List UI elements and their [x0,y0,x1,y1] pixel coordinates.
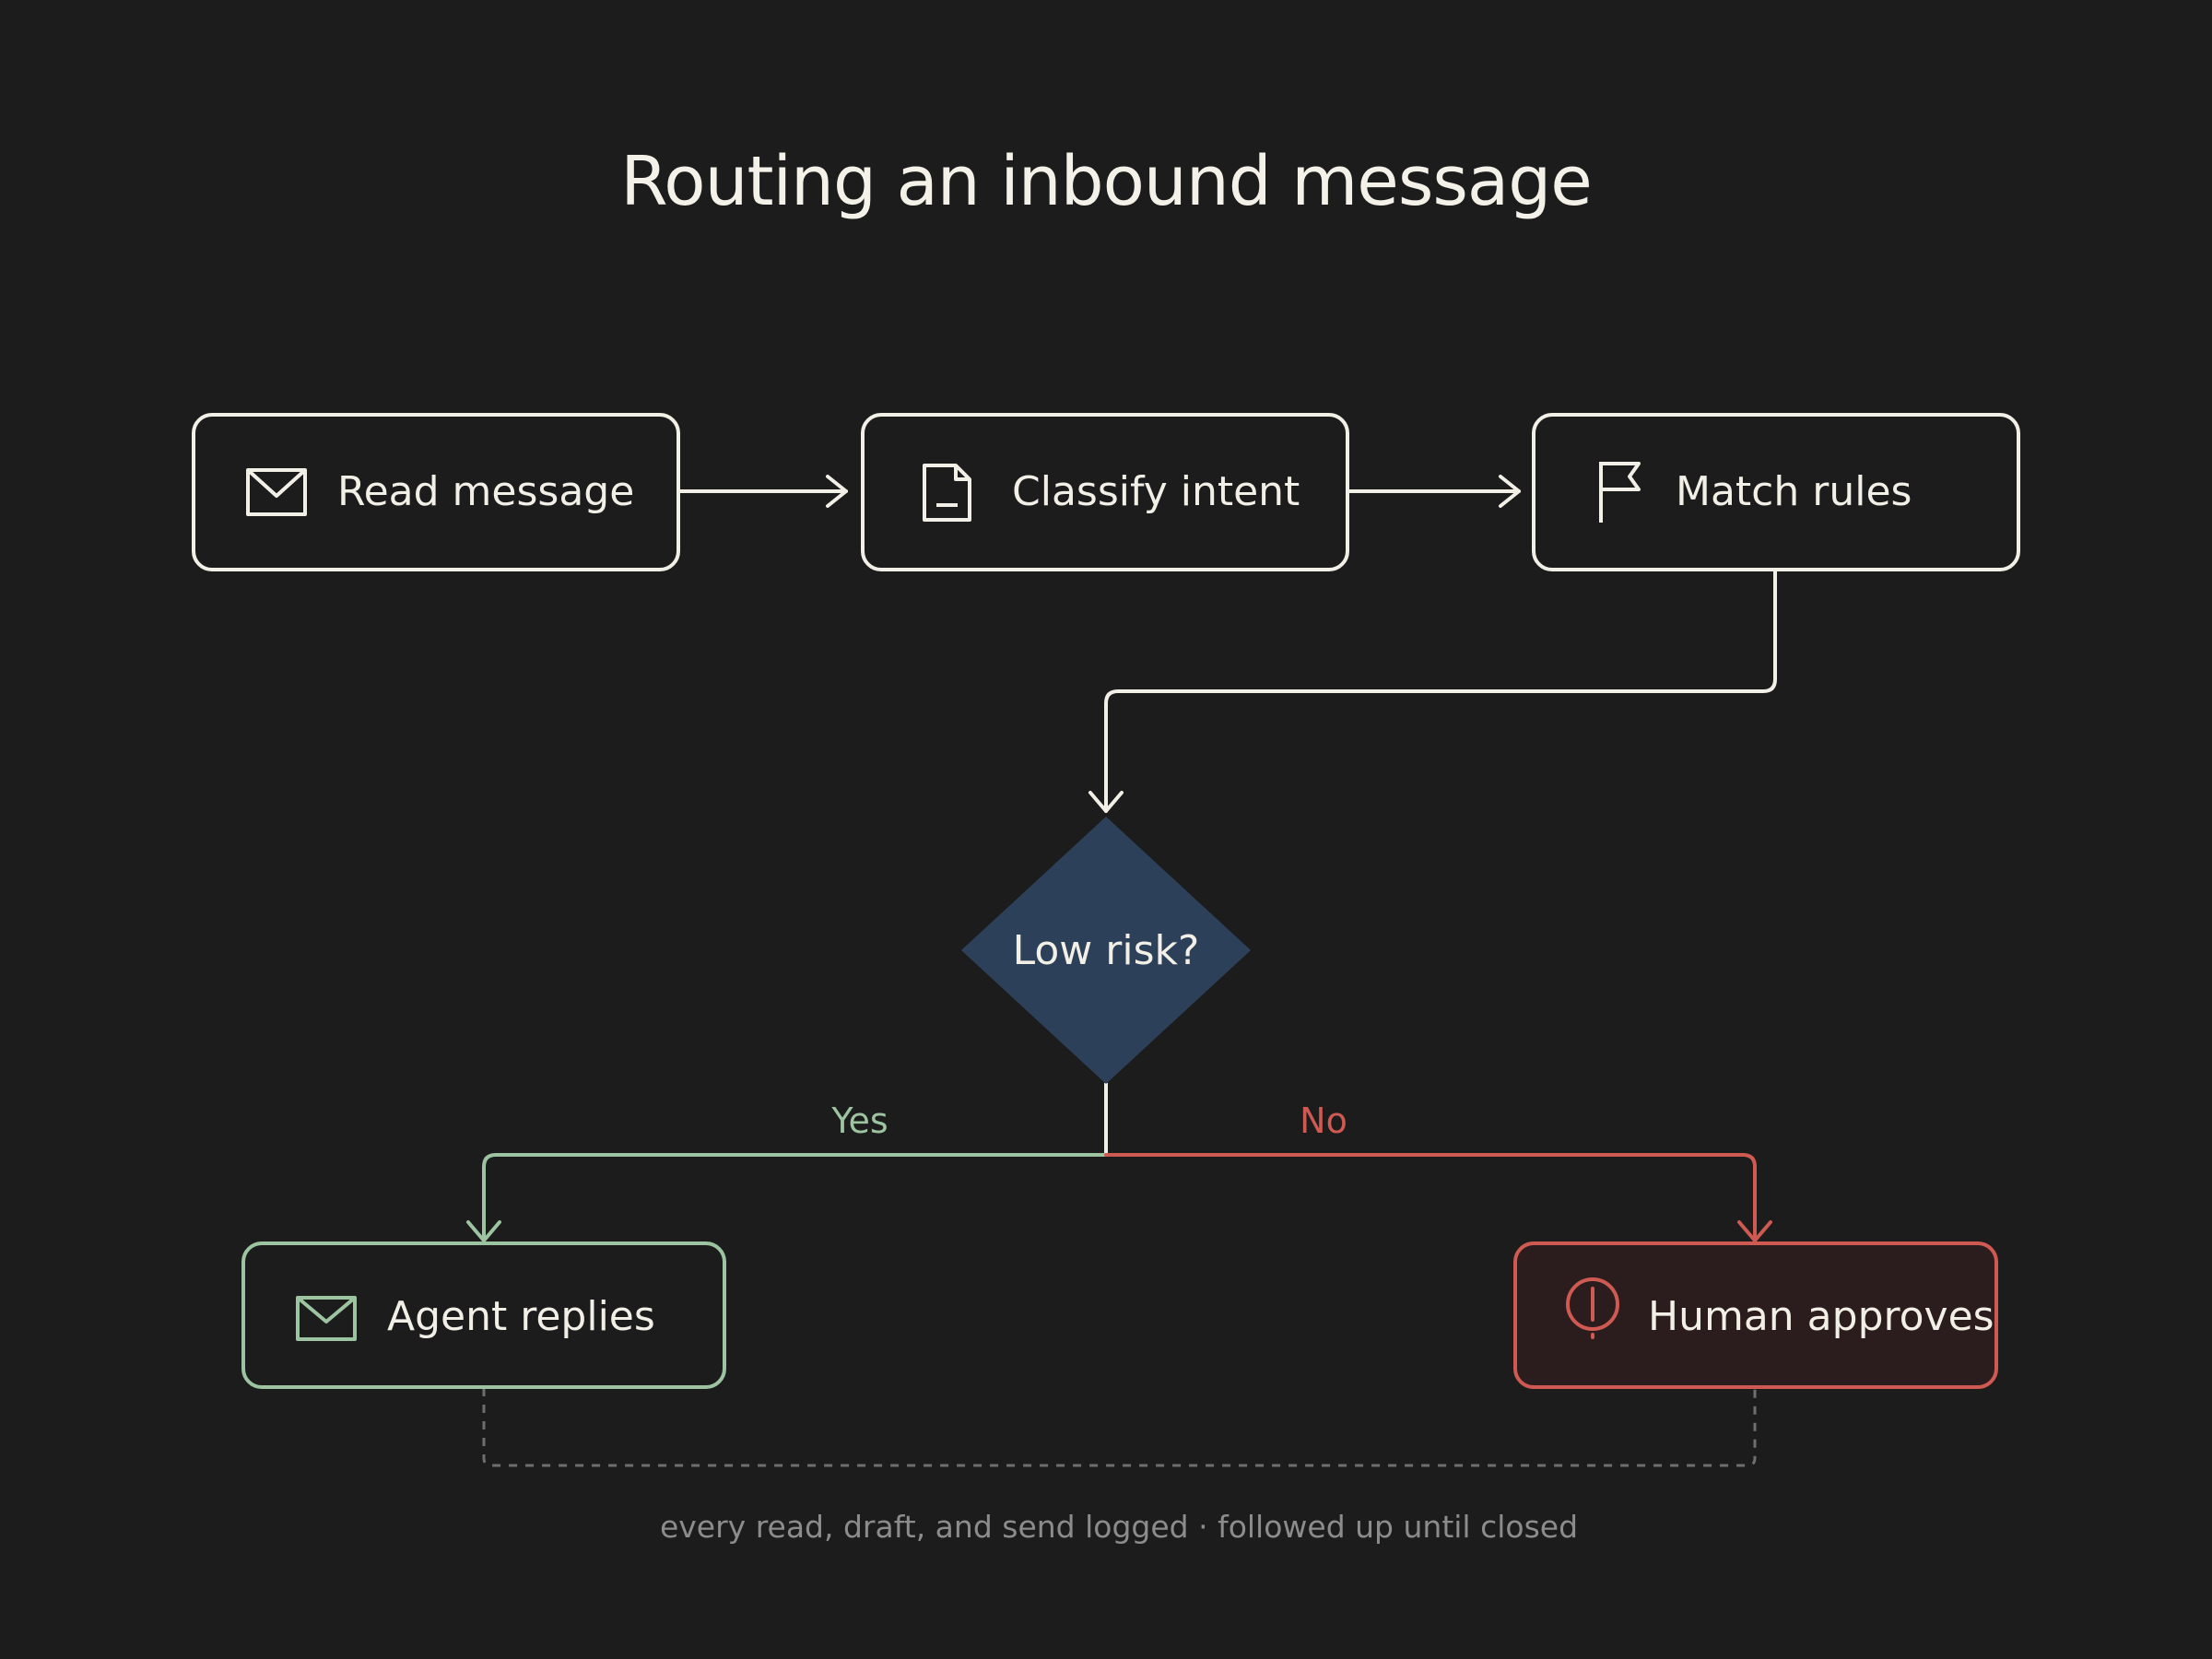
node-label-human-approves: Human approves [1648,1293,1994,1340]
node-agent-replies: Agent replies [241,1241,726,1389]
logging-link-dashed [482,1388,1757,1467]
edge-match-to-decision [1088,569,1777,813]
node-label-match-rules: Match rules [1676,468,1912,515]
alert-icon [1566,1277,1619,1339]
node-label-classify-intent: Classify intent [1012,468,1300,515]
node-read-message: Read message [192,413,680,571]
edge-label-yes: Yes [830,1100,888,1141]
edge-no-branch [1104,1153,1772,1242]
envelope-icon [246,468,307,516]
edge-read-to-classify [677,475,848,508]
node-label-agent-replies: Agent replies [387,1293,655,1340]
diagram-title: Routing an inbound message [620,142,1592,221]
node-classify-intent: Classify intent [861,413,1349,571]
edge-label-no: No [1300,1100,1347,1141]
flag-icon [1599,462,1641,523]
edge-yes-branch [466,1153,1108,1242]
node-decision-low-risk: Low risk? [961,817,1251,1084]
envelope-icon [296,1296,357,1341]
node-match-rules: Match rules [1532,413,2020,571]
decision-label: Low risk? [1013,927,1200,974]
document-icon [923,464,971,522]
edge-classify-to-match [1346,475,1521,508]
node-label-read-message: Read message [337,468,634,515]
footnote: every read, draft, and send logged · fol… [660,1509,1578,1545]
node-human-approves: Human approves [1513,1241,1998,1389]
